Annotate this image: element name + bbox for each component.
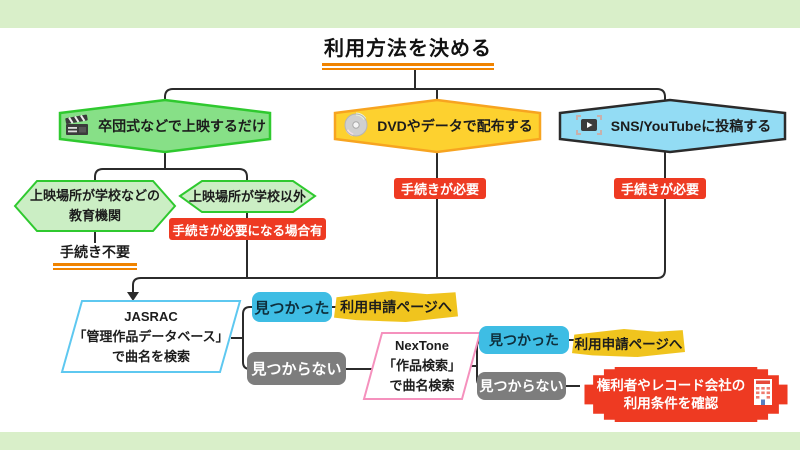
video-play-icon [575,113,603,140]
jasrac-apply-link: 利用申請ページへ [334,291,458,322]
rights-check-banner: 権利者やレコード会社の 利用条件を確認 [578,367,794,422]
branch-screening-label: 卒団式などで上映するだけ [98,118,266,134]
jasrac-not-found-badge: 見つからない [247,352,346,385]
node-non-school-label: 上映場所が学校以外 [188,188,306,204]
node-school-line2: 教育機関 [68,208,121,223]
branch-sns: SNS/YouTubeに投稿する [562,102,784,150]
jasrac-line3: で曲名を検索 [111,349,190,364]
school-hexagon [13,180,177,232]
title-underline [322,63,494,70]
node-school: 上映場所が学校などの 教育機関 [17,183,173,229]
branch-dvd-label: DVDやデータで配布する [377,118,533,134]
non-school-hexagon [178,180,317,213]
bottom-green-band [0,432,800,450]
branch-screening: 卒団式などで上映するだけ [62,102,268,150]
sns-hexagon [558,98,787,154]
rights-line2: 利用条件を確認 [623,395,719,411]
arrowhead-down [127,292,139,301]
jasrac-search-node: JASRAC 「管理作品データベース」 で曲名を検索 [71,306,231,368]
top-green-band [0,0,800,28]
no-procedure-label: 手続き不要 [60,244,130,260]
node-school-line1: 上映場所が学校などの [29,188,160,203]
jasrac-parallelogram [60,300,242,373]
jasrac-line1: JASRAC [124,309,178,324]
branch-sns-label: SNS/YouTubeに投稿する [610,118,772,134]
nextone-found-badge: 見つかった [479,326,569,354]
nextone-line1: NexTone [395,338,449,353]
connector-lines [94,70,666,387]
no-procedure-underline [53,263,137,270]
nextone-apply-link: 利用申請ページへ [572,329,685,357]
jasrac-line2: 「管理作品データベース」 [73,329,229,344]
maybe-procedure-badge: 手続きが必要になる場合有 [169,218,326,240]
procedure-required-dvd-badge: 手続きが必要 [394,178,486,199]
screening-hexagon [58,98,272,154]
building-icon [751,377,775,412]
dvd-hexagon [333,98,542,154]
dvd-disc-icon [343,112,369,141]
procedure-required-sns-badge: 手続きが必要 [614,178,706,199]
nextone-line3: で曲名検索 [389,378,455,393]
nextone-search-node: NexTone 「作品検索」 で曲名検索 [342,336,502,396]
nextone-line2: 「作品検索」 [382,358,461,373]
branch-dvd: DVDやデータで配布する [337,102,539,150]
page-title: 利用方法を決める [324,37,492,60]
jasrac-found-badge: 見つかった [252,292,332,322]
nextone-not-found-badge: 見つからない [477,372,566,400]
rights-line1: 権利者やレコード会社の [596,377,746,393]
node-non-school: 上映場所が学校以外 [182,183,313,210]
nextone-parallelogram [362,332,482,400]
clapperboard-icon [64,113,90,140]
